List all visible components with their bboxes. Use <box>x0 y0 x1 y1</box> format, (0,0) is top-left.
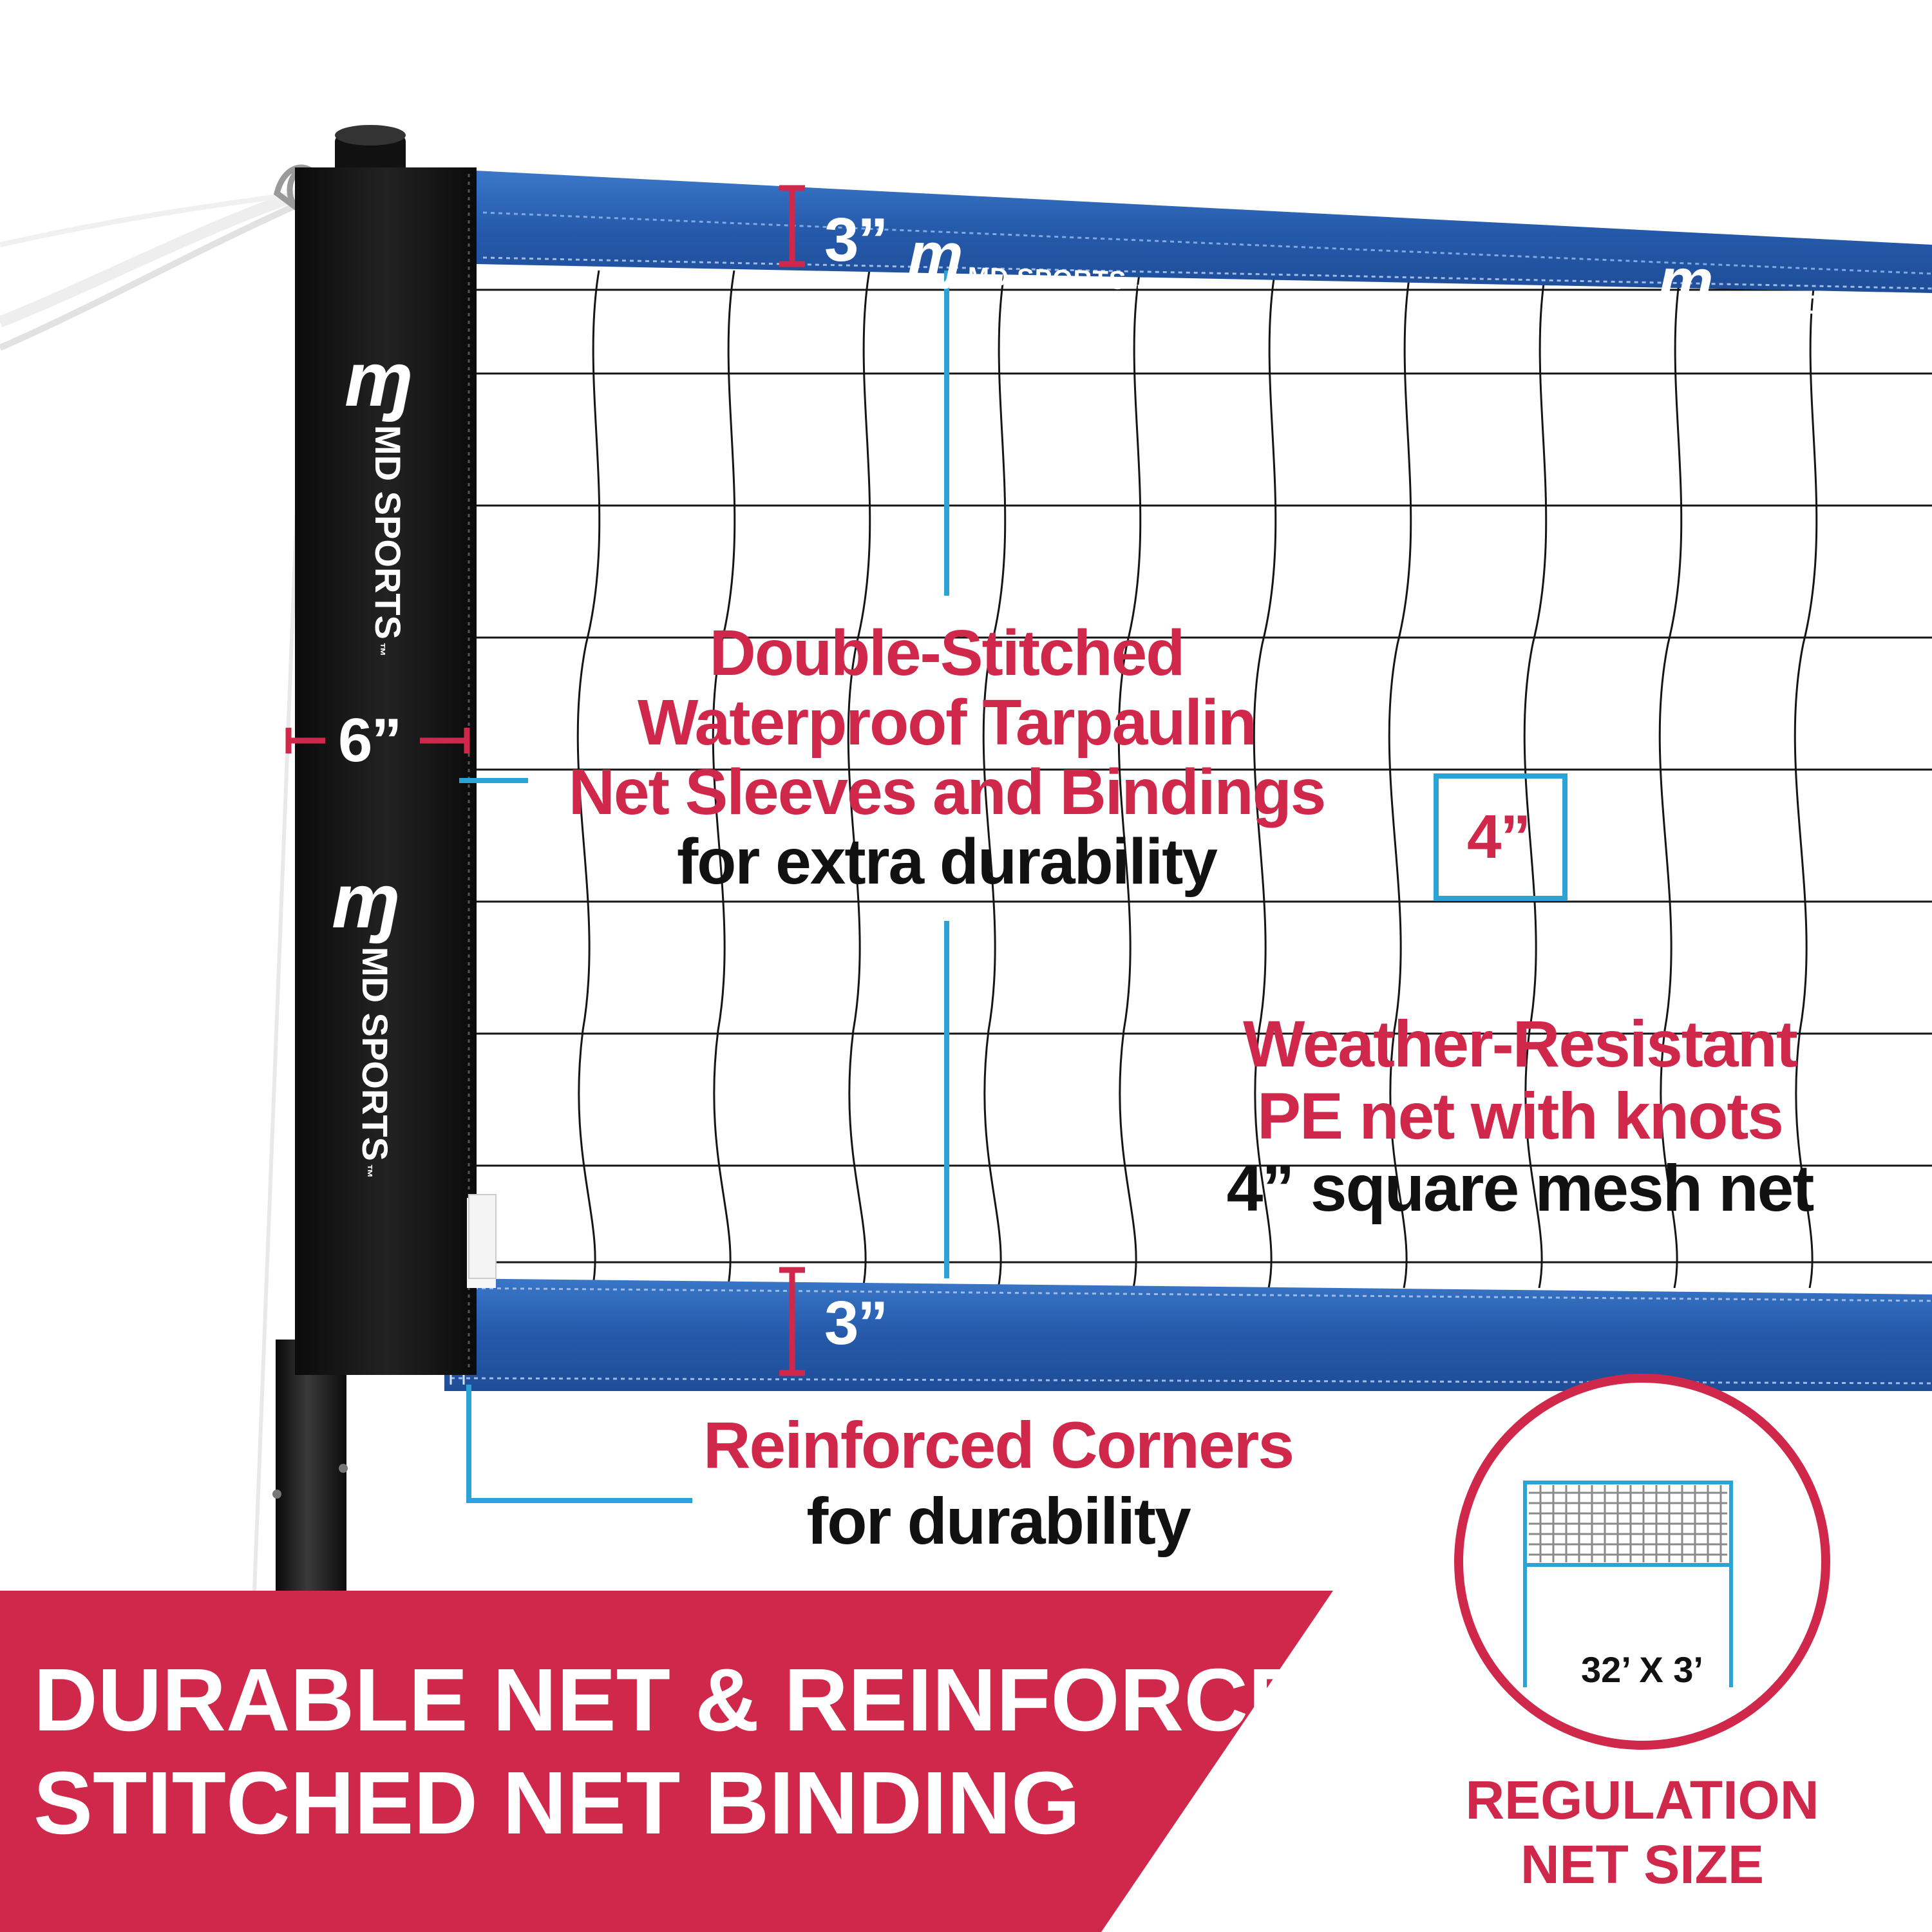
net-label-tag <box>468 1194 497 1279</box>
regulation-size-label: 32’ X 3’ <box>1581 1649 1703 1690</box>
sleeve-callout-line4: for extra durability <box>677 826 1218 898</box>
sleeve-callout-line1: Double-Stitched <box>709 617 1186 689</box>
brand-tm: ™ <box>1132 282 1144 296</box>
brand-logo-icon: ɱ <box>907 220 963 290</box>
brand-logo-icon: ɱ <box>332 858 401 944</box>
pole-sleeve <box>295 167 496 1375</box>
net-callout-line3: 4” square mesh net <box>1226 1151 1815 1225</box>
banner-shape <box>0 1591 1333 1932</box>
banner-line2: STITCHED NET BINDING <box>33 1754 1081 1853</box>
sleeve-brand-name: MD SPORTS <box>355 947 395 1161</box>
regulation-caption-line1: REGULATION <box>1465 1770 1819 1830</box>
banner-line1: DURABLE NET & REINFORCED <box>33 1651 1372 1750</box>
top-brand-logo: ɱ MD SPORTS ™ <box>907 219 1145 296</box>
banner-headline: DURABLE NET & REINFORCED STITCHED NET BI… <box>33 1649 1372 1855</box>
guy-rope <box>0 187 311 1591</box>
top-binding <box>477 171 1932 293</box>
brand-name: MD SPORTS <box>967 262 1127 296</box>
brand-logo-icon: ɱ <box>1657 245 1713 316</box>
brand-name: MD SPORTS <box>1717 288 1877 321</box>
brand-logo-icon: ɱ <box>345 336 413 422</box>
net-callout-line2: PE net with knots <box>1256 1079 1784 1153</box>
net-callout-line1: Weather-Resistant <box>1243 1007 1798 1081</box>
dimension-marks <box>285 185 805 1376</box>
dim-top-binding: 3” <box>824 205 888 274</box>
corners-callout: Reinforced Corners for durability <box>683 1407 1314 1559</box>
bottom-binding <box>444 1278 1932 1391</box>
top-brand-logo-right: ɱ MD SPORTS <box>1658 245 1879 322</box>
regulation-caption-line2: NET SIZE <box>1520 1834 1765 1895</box>
net-callout: Weather-Resistant PE net with knots 4” s… <box>1198 1008 1842 1224</box>
sleeve-callout: Double-Stitched Waterproof Tarpaulin Net… <box>547 618 1346 896</box>
brand-tm: ™ <box>372 642 388 656</box>
regulation-caption: REGULATION NET SIZE <box>1443 1768 1842 1897</box>
sleeve-callout-line2: Waterproof Tarpaulin <box>638 687 1257 759</box>
regulation-net-icon <box>1454 1374 1830 1750</box>
dim-sleeve-width: 6” <box>338 706 402 775</box>
corners-callout-line2: for durability <box>806 1484 1191 1558</box>
sleeve-brand-name: MD SPORTS <box>368 425 408 639</box>
dim-bottom-binding: 3” <box>824 1289 888 1358</box>
mesh-square-highlight <box>1434 773 1567 901</box>
brand-tm: ™ <box>359 1164 375 1177</box>
corners-callout-line1: Reinforced Corners <box>703 1408 1294 1482</box>
sleeve-callout-line3: Net Sleeves and Bindings <box>568 756 1327 828</box>
net-mesh <box>477 270 1932 1288</box>
callout-lines <box>459 270 949 1503</box>
dim-mesh-square: 4” <box>1467 802 1531 871</box>
